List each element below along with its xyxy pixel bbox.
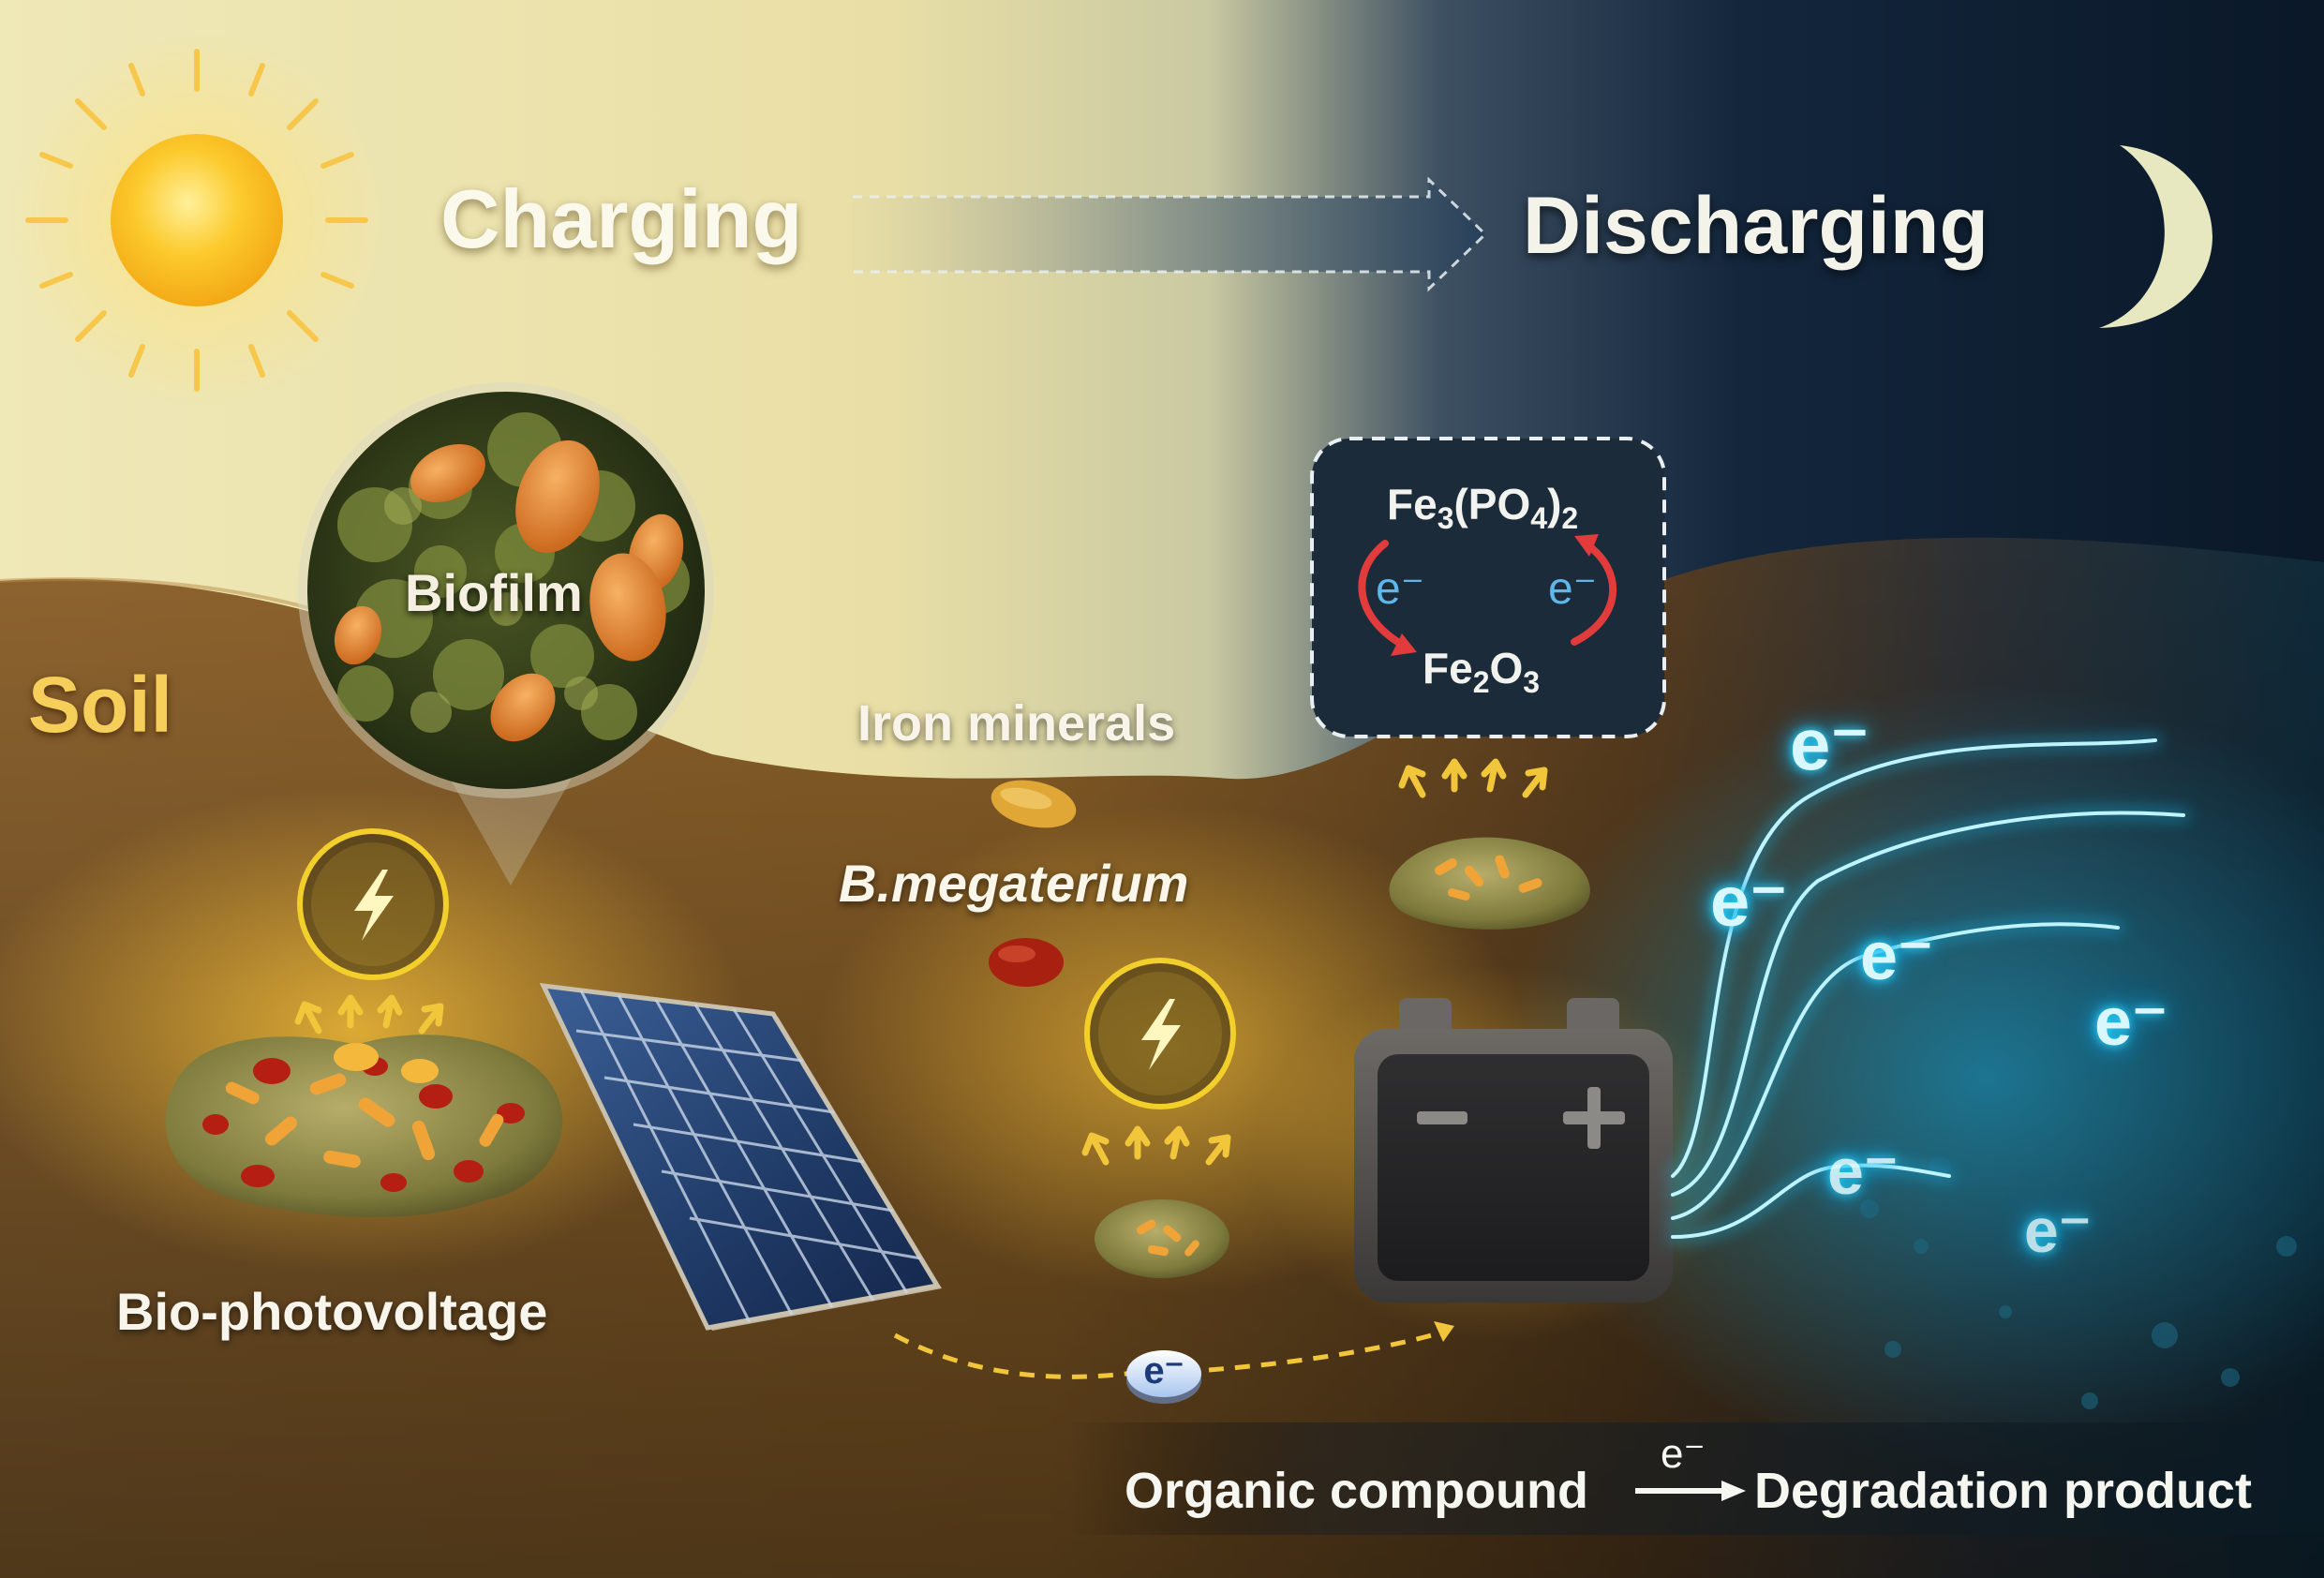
electron-wires [1666,734,2190,1243]
soil-label: Soil [28,661,173,749]
lightning-icon [297,828,449,980]
bio-photovoltage-label: Bio-photovoltage [116,1282,548,1341]
redox-electron-left: e⁻ [1376,564,1425,614]
b-megaterium-cell [989,938,1064,987]
iron-redox-box [1310,437,1666,738]
biofilm-blob [165,1035,563,1217]
moon-icon [2099,145,2212,328]
product-label: Degradation product [1754,1463,2253,1519]
battery-icon [1354,998,1673,1303]
released-electron: e⁻ [1790,703,1870,785]
charging-label: Charging [440,172,803,265]
released-electron: e⁻ [1710,862,1788,942]
energy-arrows [294,758,1548,1166]
sun-icon [9,33,384,408]
electron-token [1126,1350,1201,1404]
biofilm-blob-small [1389,837,1590,930]
biofilm-blob-small [1095,1199,1229,1278]
redox-electron-right: e⁻ [1548,564,1598,614]
iron-phosphate-formula: Fe3(PO4)2 [1387,480,1579,535]
b-megaterium-label: B.megaterium [839,854,1189,913]
solar-panel-icon [539,982,942,1331]
charging-arrow [853,176,1488,292]
electron-token-label: e⁻ [1143,1350,1184,1392]
released-electron: e⁻ [2024,1196,2092,1265]
reactant-label: Organic compound [1125,1463,1589,1519]
iron-oxide-formula: Fe2O3 [1423,644,1541,699]
released-electron: e⁻ [2094,985,2168,1060]
released-electron: e⁻ [1827,1135,1899,1208]
iron-minerals-label: Iron minerals [857,695,1176,752]
reaction-arrow [1635,1481,1746,1501]
lightning-icon [1084,958,1236,1109]
biofilm-label: Biofilm [405,563,583,622]
released-electron: e⁻ [1860,919,1934,994]
discharging-label: Discharging [1523,181,1989,271]
biofilm-magnifier [298,382,714,886]
reaction-electron: e⁻ [1661,1431,1706,1477]
